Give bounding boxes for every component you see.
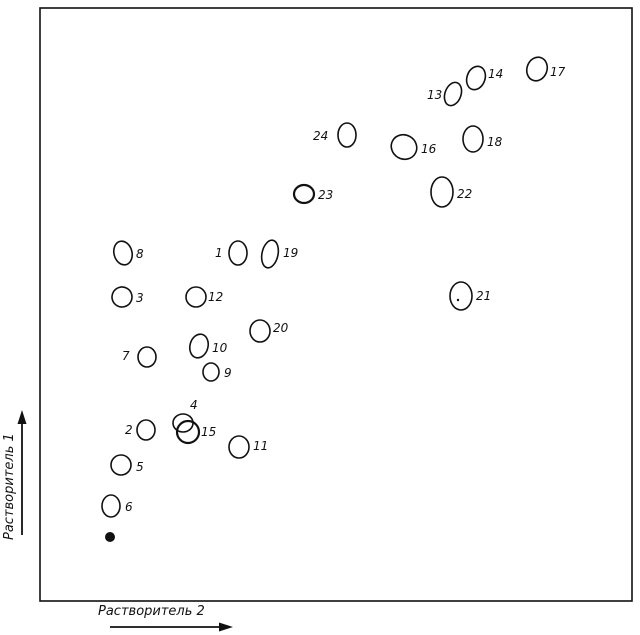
spot-3 <box>111 286 133 308</box>
spot-12 <box>185 286 207 308</box>
origin-dot <box>105 532 115 542</box>
spot-label-14: 14 <box>488 67 503 81</box>
spot-14 <box>465 65 487 91</box>
spot-label-10: 10 <box>212 341 228 355</box>
spot-label-9: 9 <box>224 366 232 380</box>
spot-label-15: 15 <box>201 425 216 439</box>
x-axis-label: Растворитель 2 <box>98 604 205 619</box>
spot-9 <box>202 362 220 382</box>
spot-5 <box>110 454 132 476</box>
spot-label-13: 13 <box>427 88 442 102</box>
x-axis-indicator: Растворитель 2 <box>98 604 233 632</box>
spot-label-7: 7 <box>122 349 130 363</box>
spot-label-4: 4 <box>190 398 198 412</box>
spot-label-11: 11 <box>253 439 268 453</box>
spot-13 <box>443 81 463 107</box>
spot-label-21: 21 <box>476 289 491 303</box>
x-axis-arrow-head <box>219 622 233 632</box>
spot-24 <box>337 122 357 148</box>
spot-23 <box>292 183 316 205</box>
spot-label-3: 3 <box>136 291 144 305</box>
spot-21 <box>449 281 473 311</box>
spot-16 <box>390 133 418 161</box>
spots-group <box>101 56 549 518</box>
spot-10 <box>188 333 210 359</box>
spot-labels: 1 2 3 4 5 6 7 8 9 10 11 12 13 14 15 16 1… <box>122 65 566 514</box>
spot-22 <box>430 176 454 208</box>
spot-label-2: 2 <box>125 423 133 437</box>
spot-label-18: 18 <box>487 135 503 149</box>
spot-label-8: 8 <box>136 247 144 261</box>
spot-label-20: 20 <box>273 321 289 335</box>
spot-7 <box>137 346 157 368</box>
spot-label-23: 23 <box>318 188 333 202</box>
plate-border <box>39 7 633 602</box>
spot-label-6: 6 <box>125 500 133 514</box>
spot-label-22: 22 <box>457 187 472 201</box>
spot-17 <box>525 56 549 82</box>
spot-20 <box>249 319 271 343</box>
spot-1 <box>228 240 248 266</box>
spot-label-24: 24 <box>313 129 328 143</box>
spot-18 <box>462 125 484 153</box>
spot-6 <box>101 494 121 518</box>
spot-2 <box>136 419 156 441</box>
spot-label-16: 16 <box>421 142 437 156</box>
y-axis-indicator: Растворитель 1 <box>2 410 27 540</box>
y-axis-label: Растворитель 1 <box>2 433 17 540</box>
spot-19 <box>260 239 280 269</box>
spot-21-center-mark <box>456 298 460 302</box>
spot-label-17: 17 <box>550 65 566 79</box>
spot-label-12: 12 <box>208 290 223 304</box>
spot-11 <box>228 435 250 459</box>
spot-label-1: 1 <box>215 246 223 260</box>
y-axis-arrow-head <box>17 410 27 424</box>
spot-8 <box>112 240 134 266</box>
spot-15 <box>175 419 201 445</box>
spot-label-19: 19 <box>283 246 298 260</box>
spot-label-5: 5 <box>136 460 144 474</box>
